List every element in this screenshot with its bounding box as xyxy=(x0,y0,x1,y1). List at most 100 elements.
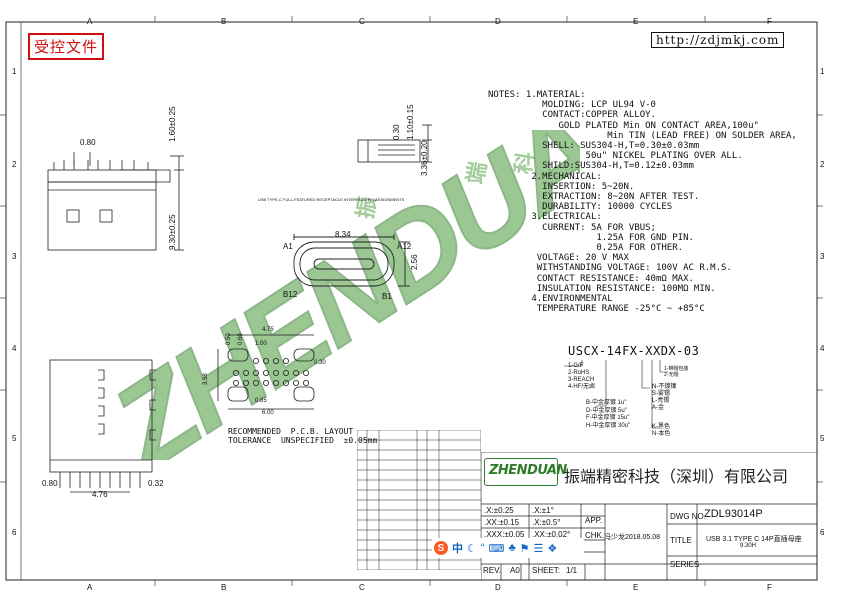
ang-x2: .X:±0.5° xyxy=(532,518,561,527)
ime-moon-icon[interactable]: ☾ xyxy=(467,542,477,555)
dim-pcb-475: 4.75 xyxy=(262,327,274,333)
dwg-no-label: DWG NO. xyxy=(670,512,706,521)
grid-col-e: E xyxy=(633,17,639,26)
note-line: NOTES: 1.MATERIAL: xyxy=(488,90,586,100)
grid-col-b: B xyxy=(221,17,227,26)
grid-row-5: 5 xyxy=(12,434,17,443)
grid-col-a-bottom: A xyxy=(87,583,93,592)
dim-pcb-600: 6.00 xyxy=(262,410,274,416)
ime-logo-icon[interactable]: S xyxy=(434,541,448,555)
grid-col-c: C xyxy=(359,17,365,26)
pcb-title-line1: RECOMMENDED P.C.B. LAYOUT xyxy=(228,427,354,436)
chk-label: CHK. xyxy=(585,531,605,540)
grid-col-e-bottom: E xyxy=(633,583,639,592)
option-list-compliance: 1-G/F 2-RoHS 3-REACH 4-HF/无卤 xyxy=(568,363,595,391)
dim-side-030: 0.30 xyxy=(392,124,401,140)
grid-row-2: 2 xyxy=(12,160,17,169)
option-item: 4-HF/无卤 xyxy=(568,384,596,390)
title-label: TITLE xyxy=(670,536,692,545)
tol-xxx: .XXX:±0.05 xyxy=(484,530,525,539)
grid-col-f: F xyxy=(767,17,772,26)
note-line: 50u" NICKEL PLATING OVER ALL. xyxy=(488,151,743,162)
dim-top-width: 0.80 xyxy=(80,138,96,147)
dim-pcb-100: 1.00 xyxy=(255,341,267,347)
company-url-link[interactable]: http://zdjmkj.com xyxy=(651,32,785,48)
option-item: B-中金厚镀 1u" xyxy=(586,400,627,406)
option-item: S-雾锡 xyxy=(652,391,671,397)
tol-x: .X:±0.25 xyxy=(484,506,514,515)
option-item: H-中金厚镀 30u" xyxy=(586,422,631,429)
company-name: 振端精密科技（深圳）有限公司 xyxy=(564,467,789,486)
grid-row-3: 3 xyxy=(12,252,17,261)
ime-keyboard-icon[interactable]: ⌨ xyxy=(488,542,505,555)
note-line: VOLTAGE: 20 V MAX xyxy=(488,253,629,264)
svg-text:科: 科 xyxy=(510,150,538,176)
option-item: N-本色 xyxy=(652,431,671,437)
receptacle-face-drawing xyxy=(293,234,410,287)
option-list-color: K-黑色 N-本色 xyxy=(652,424,670,438)
note-line: WITHSTANDING VOLTAGE: 100V AC R.M.S. xyxy=(488,263,732,274)
material-notes: NOTES: 1.MATERIAL: MOLDING: LCP UL94 V-0… xyxy=(488,90,797,314)
option-item: 2-RoHS xyxy=(568,370,590,376)
option-item: A-金 xyxy=(652,405,665,411)
dwg-no-value: ZDL93014P xyxy=(704,508,763,520)
ime-tool-icon[interactable]: ⚑ xyxy=(519,542,530,555)
note-line: 3.ELECTRICAL: xyxy=(488,212,602,223)
note-line: CURRENT: 5A FOR VBUS; xyxy=(488,222,656,233)
pin-label-a12: A12 xyxy=(397,242,412,251)
sheet-value: 1/1 xyxy=(566,566,578,575)
note-line: EXTRACTION: 8~20N AFTER TEST. xyxy=(488,192,700,203)
ime-menu-icon[interactable]: ☰ xyxy=(533,542,544,555)
grid-col-b-bottom: B xyxy=(221,583,227,592)
rev-value: A0 xyxy=(510,566,520,575)
part-code-leaders xyxy=(564,360,668,429)
option-item: L-亮锡 xyxy=(652,398,670,404)
pin-label-b12: B12 xyxy=(283,290,298,299)
option-item: 3-REACH xyxy=(568,377,595,383)
ime-toolbar[interactable]: S 中 ☾ “ ⌨ ♣ ⚑ ☰ ❖ xyxy=(432,538,584,558)
ime-chinese-mode-button[interactable]: 中 xyxy=(452,543,463,555)
pcb-layout-drawing xyxy=(217,334,315,410)
note-line: CONTACT:COPPER ALLOY. xyxy=(488,110,656,121)
part-code: USCX-14FX-XXDX-03 xyxy=(568,344,700,358)
series-label: SERIES xyxy=(670,560,700,569)
grid-row-6: 6 xyxy=(12,528,17,537)
ime-punctuation-icon[interactable]: “ xyxy=(480,542,485,554)
ime-apps-icon[interactable]: ❖ xyxy=(547,542,558,555)
dim-pcb-085: 0.85 xyxy=(255,398,267,404)
svg-text:端: 端 xyxy=(462,160,490,186)
ang-x: .X:±1° xyxy=(532,506,554,515)
note-line: INSERTION: 5~20N. xyxy=(488,181,635,192)
drawer-signature: 冯少龙2018.05.08 xyxy=(604,534,661,541)
dim-side-height: 9.30±0.25 xyxy=(168,214,177,250)
option-item: N-不镀镍 xyxy=(652,384,677,390)
note-line: DURABILITY: 10000 CYCLES xyxy=(488,202,673,213)
grid-row-2-right: 2 xyxy=(820,160,825,169)
dim-top-height: 1.60±0.25 xyxy=(168,106,177,142)
controlled-document-stamp: 受控文件 xyxy=(28,33,105,60)
option-list-packing: 1-带帽包装 2-无帽 xyxy=(664,366,688,378)
note-line: 4.ENVIRONMENTAL xyxy=(488,294,613,305)
option-item: K-黑色 xyxy=(652,424,671,430)
rev-label: REV. xyxy=(483,566,501,575)
ime-skin-icon[interactable]: ♣ xyxy=(508,542,516,554)
grid-row-1: 1 xyxy=(12,67,17,76)
ang-xx: .XX:±0.02° xyxy=(532,530,571,539)
svg-text:振: 振 xyxy=(352,195,380,221)
option-item: 2-无帽 xyxy=(664,372,679,378)
note-line: GOLD PLATED Min ON CONTACT AREA,100u" xyxy=(488,120,759,131)
pcb-layout-title: RECOMMENDED P.C.B. LAYOUT TOLERANCE UNSP… xyxy=(228,427,377,445)
dim-pcb-050: 0.50 xyxy=(226,333,232,345)
dim-face-height: 2.56 xyxy=(410,254,419,270)
grid-col-d-bottom: D xyxy=(495,583,501,592)
note-line: SHILD:SUS304-H,T=0.12±0.03mm xyxy=(488,161,694,172)
company-logo: ZHENDUAN xyxy=(484,458,567,486)
note-line: 1.25A FOR GND PIN. xyxy=(488,232,694,243)
note-line: Min TIN (LEAD FREE) ON SOLDER AREA, xyxy=(488,130,797,141)
grid-row-3-right: 3 xyxy=(820,252,825,261)
grid-row-1-right: 1 xyxy=(820,67,825,76)
note-line: TEMPERATURE RANGE -25°C ~ +85°C xyxy=(488,304,705,315)
grid-col-d: D xyxy=(495,17,501,26)
top-view-drawing xyxy=(47,152,184,251)
